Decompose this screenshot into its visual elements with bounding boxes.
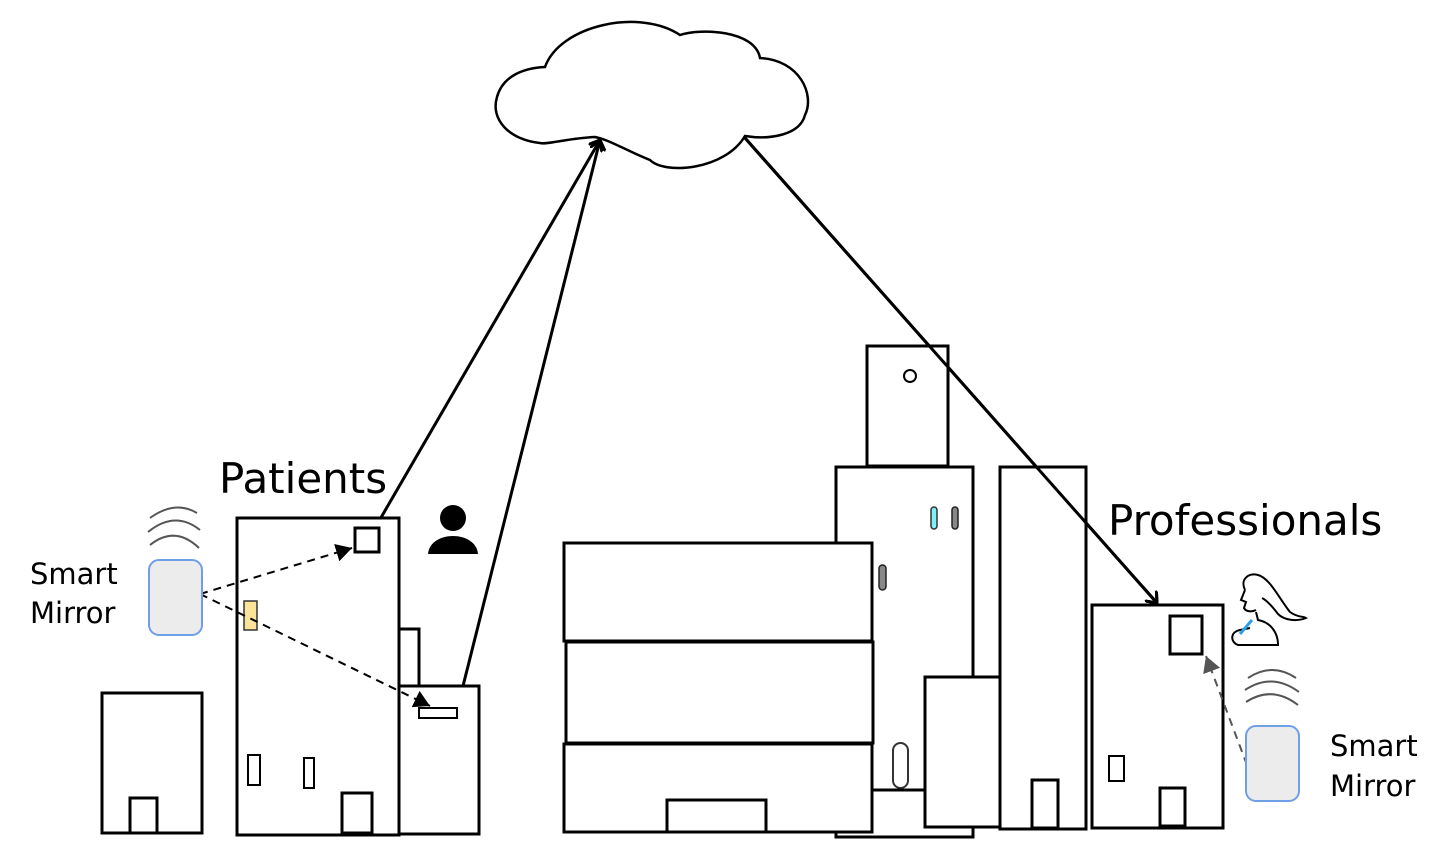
- tower-right: [998, 465, 1088, 831]
- window: [247, 754, 261, 786]
- woman-with-pen-icon: [1231, 573, 1308, 646]
- smart-mirror-icon: [1245, 725, 1300, 802]
- building-professionals: [1090, 603, 1225, 830]
- patients-label: Patients: [219, 454, 387, 503]
- edge-patient-lower-to-cloud: [455, 140, 600, 711]
- window: [951, 506, 959, 530]
- wireless-signal-icon: [147, 506, 201, 549]
- patients-device-lower: [418, 707, 458, 719]
- edge-mirror-to-lower-device: [199, 593, 431, 708]
- floor-top: [562, 541, 874, 643]
- person-icon: [428, 505, 478, 554]
- smart-mirror-left: Smart Mirror: [30, 506, 203, 636]
- window: [1108, 755, 1125, 782]
- door: [340, 791, 374, 835]
- edge-mirror-to-upper-device: [199, 544, 353, 595]
- door: [128, 796, 159, 835]
- building-patients: [235, 516, 401, 837]
- window: [878, 564, 887, 591]
- building-small-left: [100, 691, 204, 835]
- cloud-icon: [494, 20, 810, 170]
- window: [930, 506, 938, 530]
- door: [1158, 786, 1187, 828]
- sensor-icon: [243, 600, 258, 631]
- entrance: [665, 798, 768, 834]
- door: [1030, 778, 1060, 830]
- tower-top: [865, 344, 950, 468]
- hospital-complex: [562, 344, 1088, 839]
- professionals-device: [1168, 614, 1204, 656]
- building-patients-annex: [397, 684, 481, 836]
- professionals-label: Professionals: [1108, 496, 1382, 545]
- smart-mirror-right-label-line2: Mirror: [1330, 769, 1416, 803]
- smart-mirror-right: Smart Mirror: [1244, 669, 1418, 803]
- edge-mirror-to-professional-device: [1203, 655, 1248, 766]
- annex: [923, 675, 1002, 829]
- window: [303, 757, 315, 789]
- smart-mirror-left-label-line2: Mirror: [30, 596, 116, 630]
- window: [892, 742, 909, 789]
- patients-device-upper: [353, 526, 381, 554]
- smart-mirror-left-label-line1: Smart: [30, 557, 118, 591]
- smart-mirror-right-label-line1: Smart: [1330, 729, 1418, 763]
- smart-mirror-icon: [148, 559, 203, 636]
- floor-middle: [564, 640, 875, 745]
- edge-patient-upper-to-cloud: [366, 140, 600, 541]
- wireless-signal-icon: [1244, 669, 1300, 706]
